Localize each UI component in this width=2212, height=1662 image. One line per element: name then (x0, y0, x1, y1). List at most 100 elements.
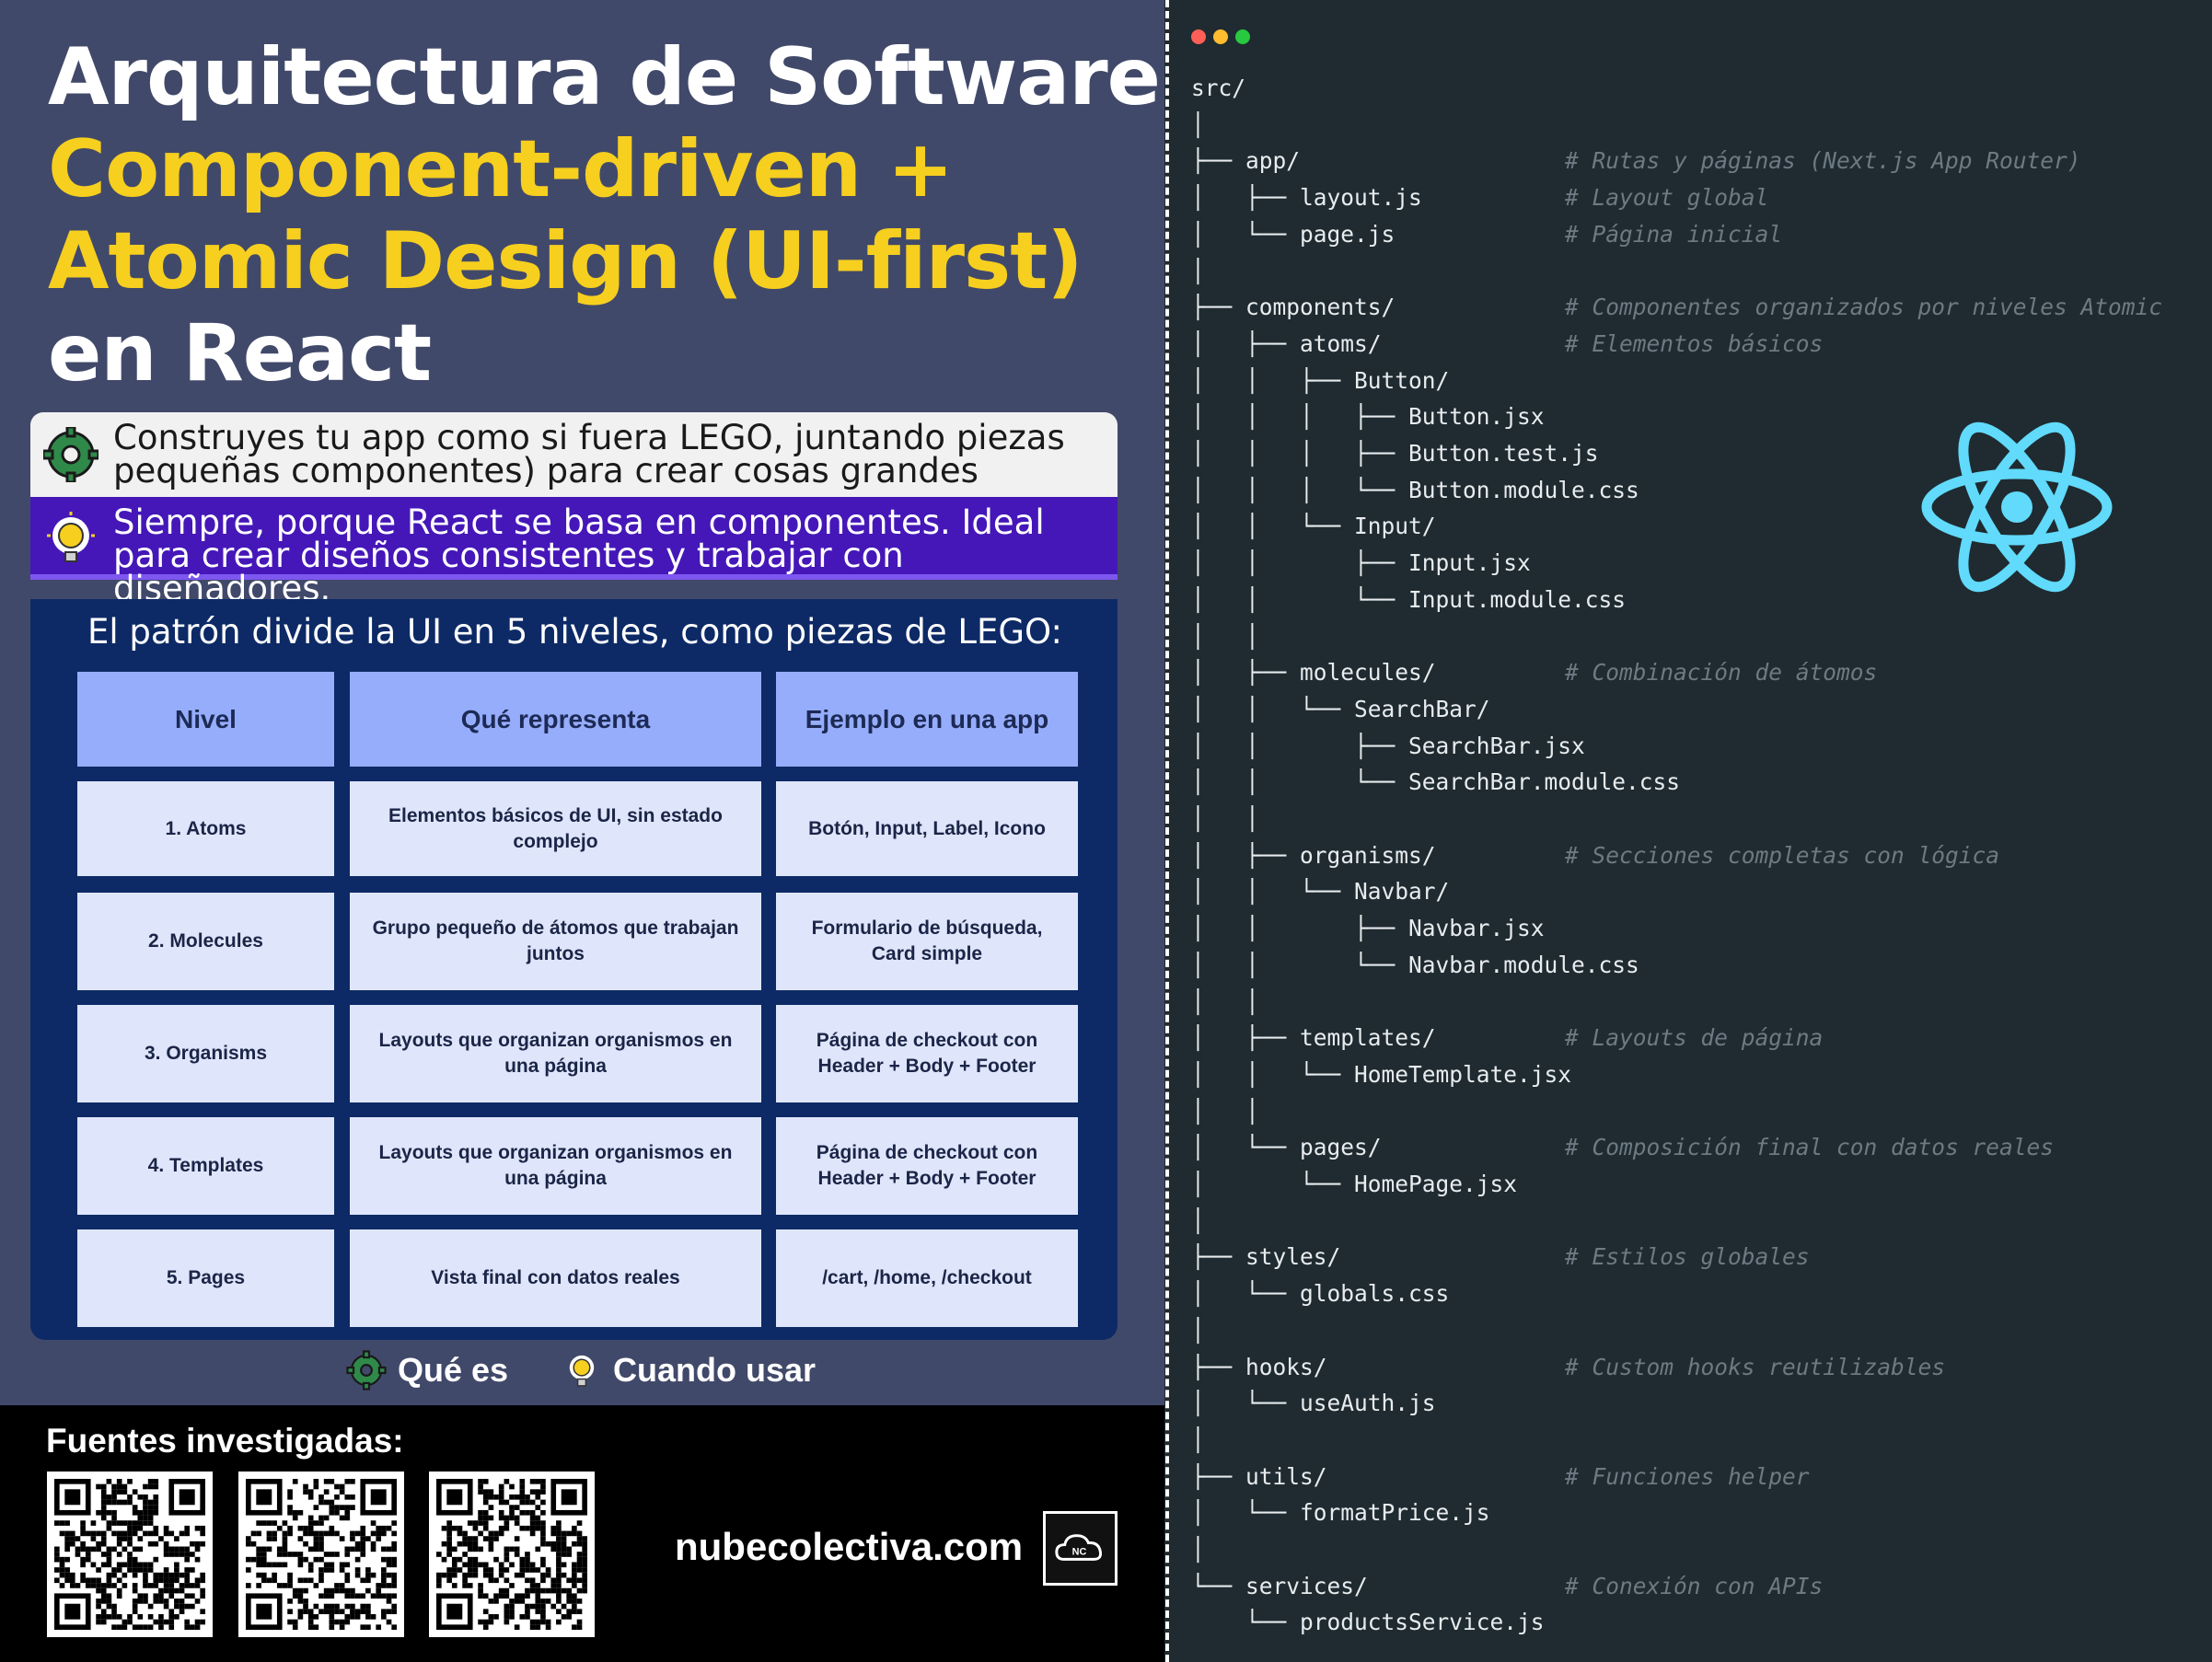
qr-code-1[interactable] (47, 1472, 213, 1637)
tree-row: │ (1191, 257, 1205, 284)
tree-row: src/ (1191, 75, 1246, 101)
tree-comment: # Rutas y páginas (Next.js App Router) (1565, 147, 2081, 175)
tree-row: ├── styles/ (1191, 1243, 1341, 1271)
tree-row: ├── utils/ (1191, 1462, 1327, 1490)
tree-row: │ └── globals.css (1191, 1280, 1450, 1308)
tree-row: │ │ │ ├── Button.jsx (1191, 403, 1545, 431)
table-header-level: Nivel (77, 672, 334, 767)
when-to-use-box: Siempre, porque React se basa en compone… (30, 497, 1118, 606)
tree-comment: # Página inicial (1565, 220, 1783, 248)
tree-comment: # Composición final con datos reales (1565, 1134, 2055, 1161)
site-link[interactable]: nubecolectiva.com (675, 1525, 1024, 1568)
code-window: src/ │ ├── app/ # Rutas y páginas (Next.js … (1171, 0, 2212, 1662)
tree-comment: # Elementos básicos (1565, 329, 1824, 357)
tree-row: │ (1191, 1206, 1205, 1234)
tree-row: │ │ └── HomeTemplate.jsx (1191, 1060, 1572, 1088)
tree-row: ├── hooks/ (1191, 1353, 1327, 1380)
tree-row: │ │ └── SearchBar/ (1191, 695, 1490, 722)
infographic-panel: Arquitectura de Software Component-drive… (0, 0, 1164, 1662)
table-cell-represents: Grupo pequeño de átomos que trabajan jun… (350, 893, 761, 990)
what-it-is-box: Construyes tu app como si fuera LEGO, ju… (30, 412, 1118, 497)
tree-row: │ │ │ ├── Button.test.js (1191, 440, 1599, 467)
table-cell-example: Formulario de búsqueda, Card simple (776, 893, 1078, 990)
title-line-1: Arquitectura de Software (48, 31, 1161, 123)
lightbulb-icon (47, 512, 95, 562)
gear-icon (346, 1350, 387, 1391)
table-cell-example: /cart, /home, /checkout (776, 1229, 1078, 1327)
tree-row: │ (1191, 1316, 1205, 1344)
table-cell-level: 4. Templates (77, 1117, 334, 1215)
table-cell-represents: Vista final con datos reales (350, 1229, 761, 1327)
title-line-2: Component-driven + (48, 123, 954, 215)
qr-code-icon (54, 1479, 205, 1630)
qr-code-2[interactable] (238, 1472, 404, 1637)
tree-row: │ │ └── Input.module.css (1191, 585, 1627, 613)
tree-row: └── services/ (1191, 1572, 1368, 1599)
tree-row: │ └── HomePage.jsx (1191, 1171, 1518, 1197)
tree-row: ├── components/ (1191, 294, 1396, 321)
tree-comment: # Layout global (1565, 184, 1769, 212)
tree-row: ├── app/ (1191, 147, 1301, 175)
sources-title: Fuentes investigadas: (46, 1422, 404, 1460)
when-to-use-text: Siempre, porque React se basa en compone… (113, 502, 1045, 608)
tree-row: │ ├── organisms/ (1191, 841, 1436, 869)
window-maximize-dot[interactable] (1235, 29, 1250, 44)
tree-row: │ │ ├── Button/ (1191, 366, 1450, 394)
legend: Qué es Cuando usar (0, 1339, 1164, 1403)
tree-row: │ ├── layout.js (1191, 184, 1422, 212)
table-cell-level: 1. Atoms (77, 781, 334, 876)
tree-row: └── productsService.js (1191, 1609, 1545, 1636)
tree-comment: # Secciones completas con lógica (1565, 841, 2000, 869)
table-cell-example: Página de checkout con Header + Body + F… (776, 1005, 1078, 1102)
tree-row: │ │ └── SearchBar.module.css (1191, 768, 1681, 796)
tree-row: │ ├── atoms/ (1191, 329, 1382, 357)
tree-row: │ │ ├── SearchBar.jsx (1191, 732, 1585, 759)
tree-row: │ (1191, 1536, 1205, 1563)
tree-row: │ └── page.js (1191, 220, 1396, 248)
nc-logo: NC (1043, 1511, 1118, 1586)
tree-row: │ │ └── Input/ (1191, 513, 1436, 540)
title-line-4: en React (48, 307, 432, 399)
levels-heading: El patrón divide la UI en 5 niveles, com… (87, 612, 1062, 652)
legend-when: Cuando usar (562, 1350, 816, 1391)
what-it-is-text: Construyes tu app como si fuera LEGO, ju… (113, 418, 1065, 491)
tree-comment: # Combinación de átomos (1565, 659, 1878, 687)
tree-comment: # Conexión con APIs (1565, 1572, 1824, 1599)
tree-row: │ │ └── Navbar/ (1191, 878, 1450, 906)
tree-row: │ (1191, 110, 1205, 138)
nc-logo-text: NC (1072, 1546, 1087, 1557)
qr-code-icon (246, 1479, 397, 1630)
tree-row: │ │ (1191, 1097, 1259, 1125)
legend-what: Qué es (346, 1350, 508, 1391)
table-cell-level: 2. Molecules (77, 893, 334, 990)
tree-row: │ (1191, 1425, 1205, 1453)
tree-comment: # Estilos globales (1565, 1243, 1810, 1271)
table-cell-example: Página de checkout con Header + Body + F… (776, 1117, 1078, 1215)
tree-row: │ │ (1191, 987, 1259, 1015)
tree-row: │ ├── templates/ (1191, 1024, 1436, 1052)
tree-row: │ │ ├── Navbar.jsx (1191, 915, 1545, 942)
tree-row: │ └── pages/ (1191, 1134, 1382, 1161)
window-close-dot[interactable] (1191, 29, 1206, 44)
table-cell-level: 3. Organisms (77, 1005, 334, 1102)
tree-comment: # Componentes organizados por niveles At… (1565, 294, 2163, 321)
tree-comment: # Custom hooks reutilizables (1565, 1353, 1946, 1380)
table-cell-represents: Layouts que organizan organismos en una … (350, 1005, 761, 1102)
levels-table-panel: El patrón divide la UI en 5 niveles, com… (30, 599, 1118, 1340)
legend-when-label: Cuando usar (613, 1351, 816, 1389)
lightbulb-icon (569, 1355, 595, 1387)
tree-row: │ │ (1191, 805, 1259, 832)
window-minimize-dot[interactable] (1213, 29, 1228, 44)
qr-code-3[interactable] (429, 1472, 595, 1637)
tree-row: │ │ │ └── Button.module.css (1191, 476, 1639, 503)
tree-comment: # Layouts de página (1565, 1024, 1824, 1052)
cloud-icon: NC (1055, 1534, 1103, 1561)
legend-what-label: Qué es (398, 1351, 509, 1389)
tree-row: │ │ ├── Input.jsx (1191, 549, 1531, 577)
gear-icon (43, 427, 98, 482)
table-header-represents: Qué representa (350, 672, 761, 767)
table-cell-represents: Layouts que organizan organismos en una … (350, 1117, 761, 1215)
tree-row: │ └── formatPrice.js (1191, 1499, 1490, 1527)
tree-row: │ │ (1191, 622, 1259, 650)
sources-footer: Fuentes investigadas: nubecolectiva.com … (0, 1405, 1164, 1662)
